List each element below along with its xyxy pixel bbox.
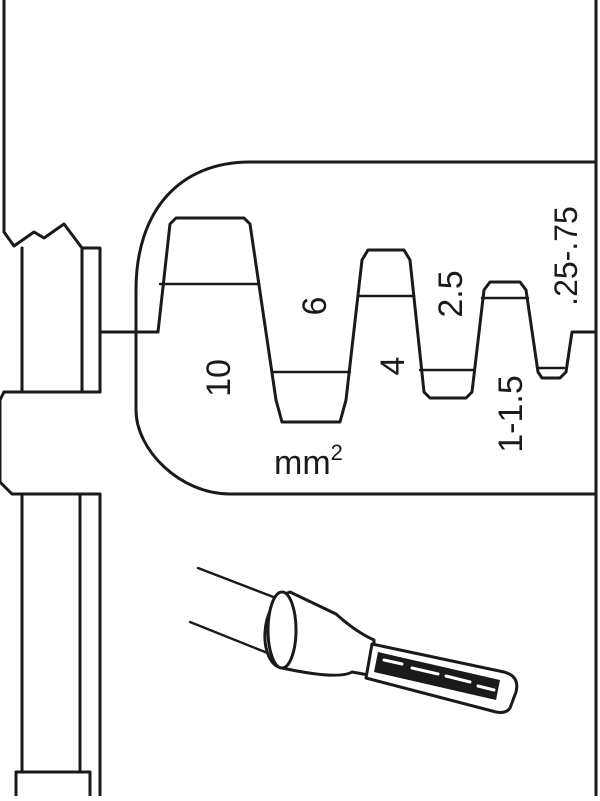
unit-text: mm: [274, 444, 331, 482]
ferrule-band: [374, 652, 500, 700]
size-label-1-1-5: 1-1.5: [492, 375, 530, 453]
ferrule-collar-rim: [266, 590, 298, 670]
left-rail: [14, 246, 92, 798]
profile-level-lines: [158, 282, 566, 374]
unit-exponent: 2: [331, 440, 343, 465]
unit-label: mm2: [274, 440, 343, 482]
wire-bottom-edge: [188, 620, 272, 656]
size-label-10: 10: [200, 359, 238, 397]
wire-top-edge: [196, 566, 278, 600]
size-label-025-075: .25-.75: [548, 206, 584, 306]
size-label-6: 6: [296, 297, 334, 316]
ferrule-band-highlights: [382, 658, 496, 692]
size-label-2-5: 2.5: [432, 270, 470, 317]
die-window-outline: [134, 160, 598, 496]
crimp-profile: [144, 216, 598, 424]
size-label-4: 4: [374, 357, 412, 376]
wire-ferrule-illustration: [188, 566, 519, 714]
